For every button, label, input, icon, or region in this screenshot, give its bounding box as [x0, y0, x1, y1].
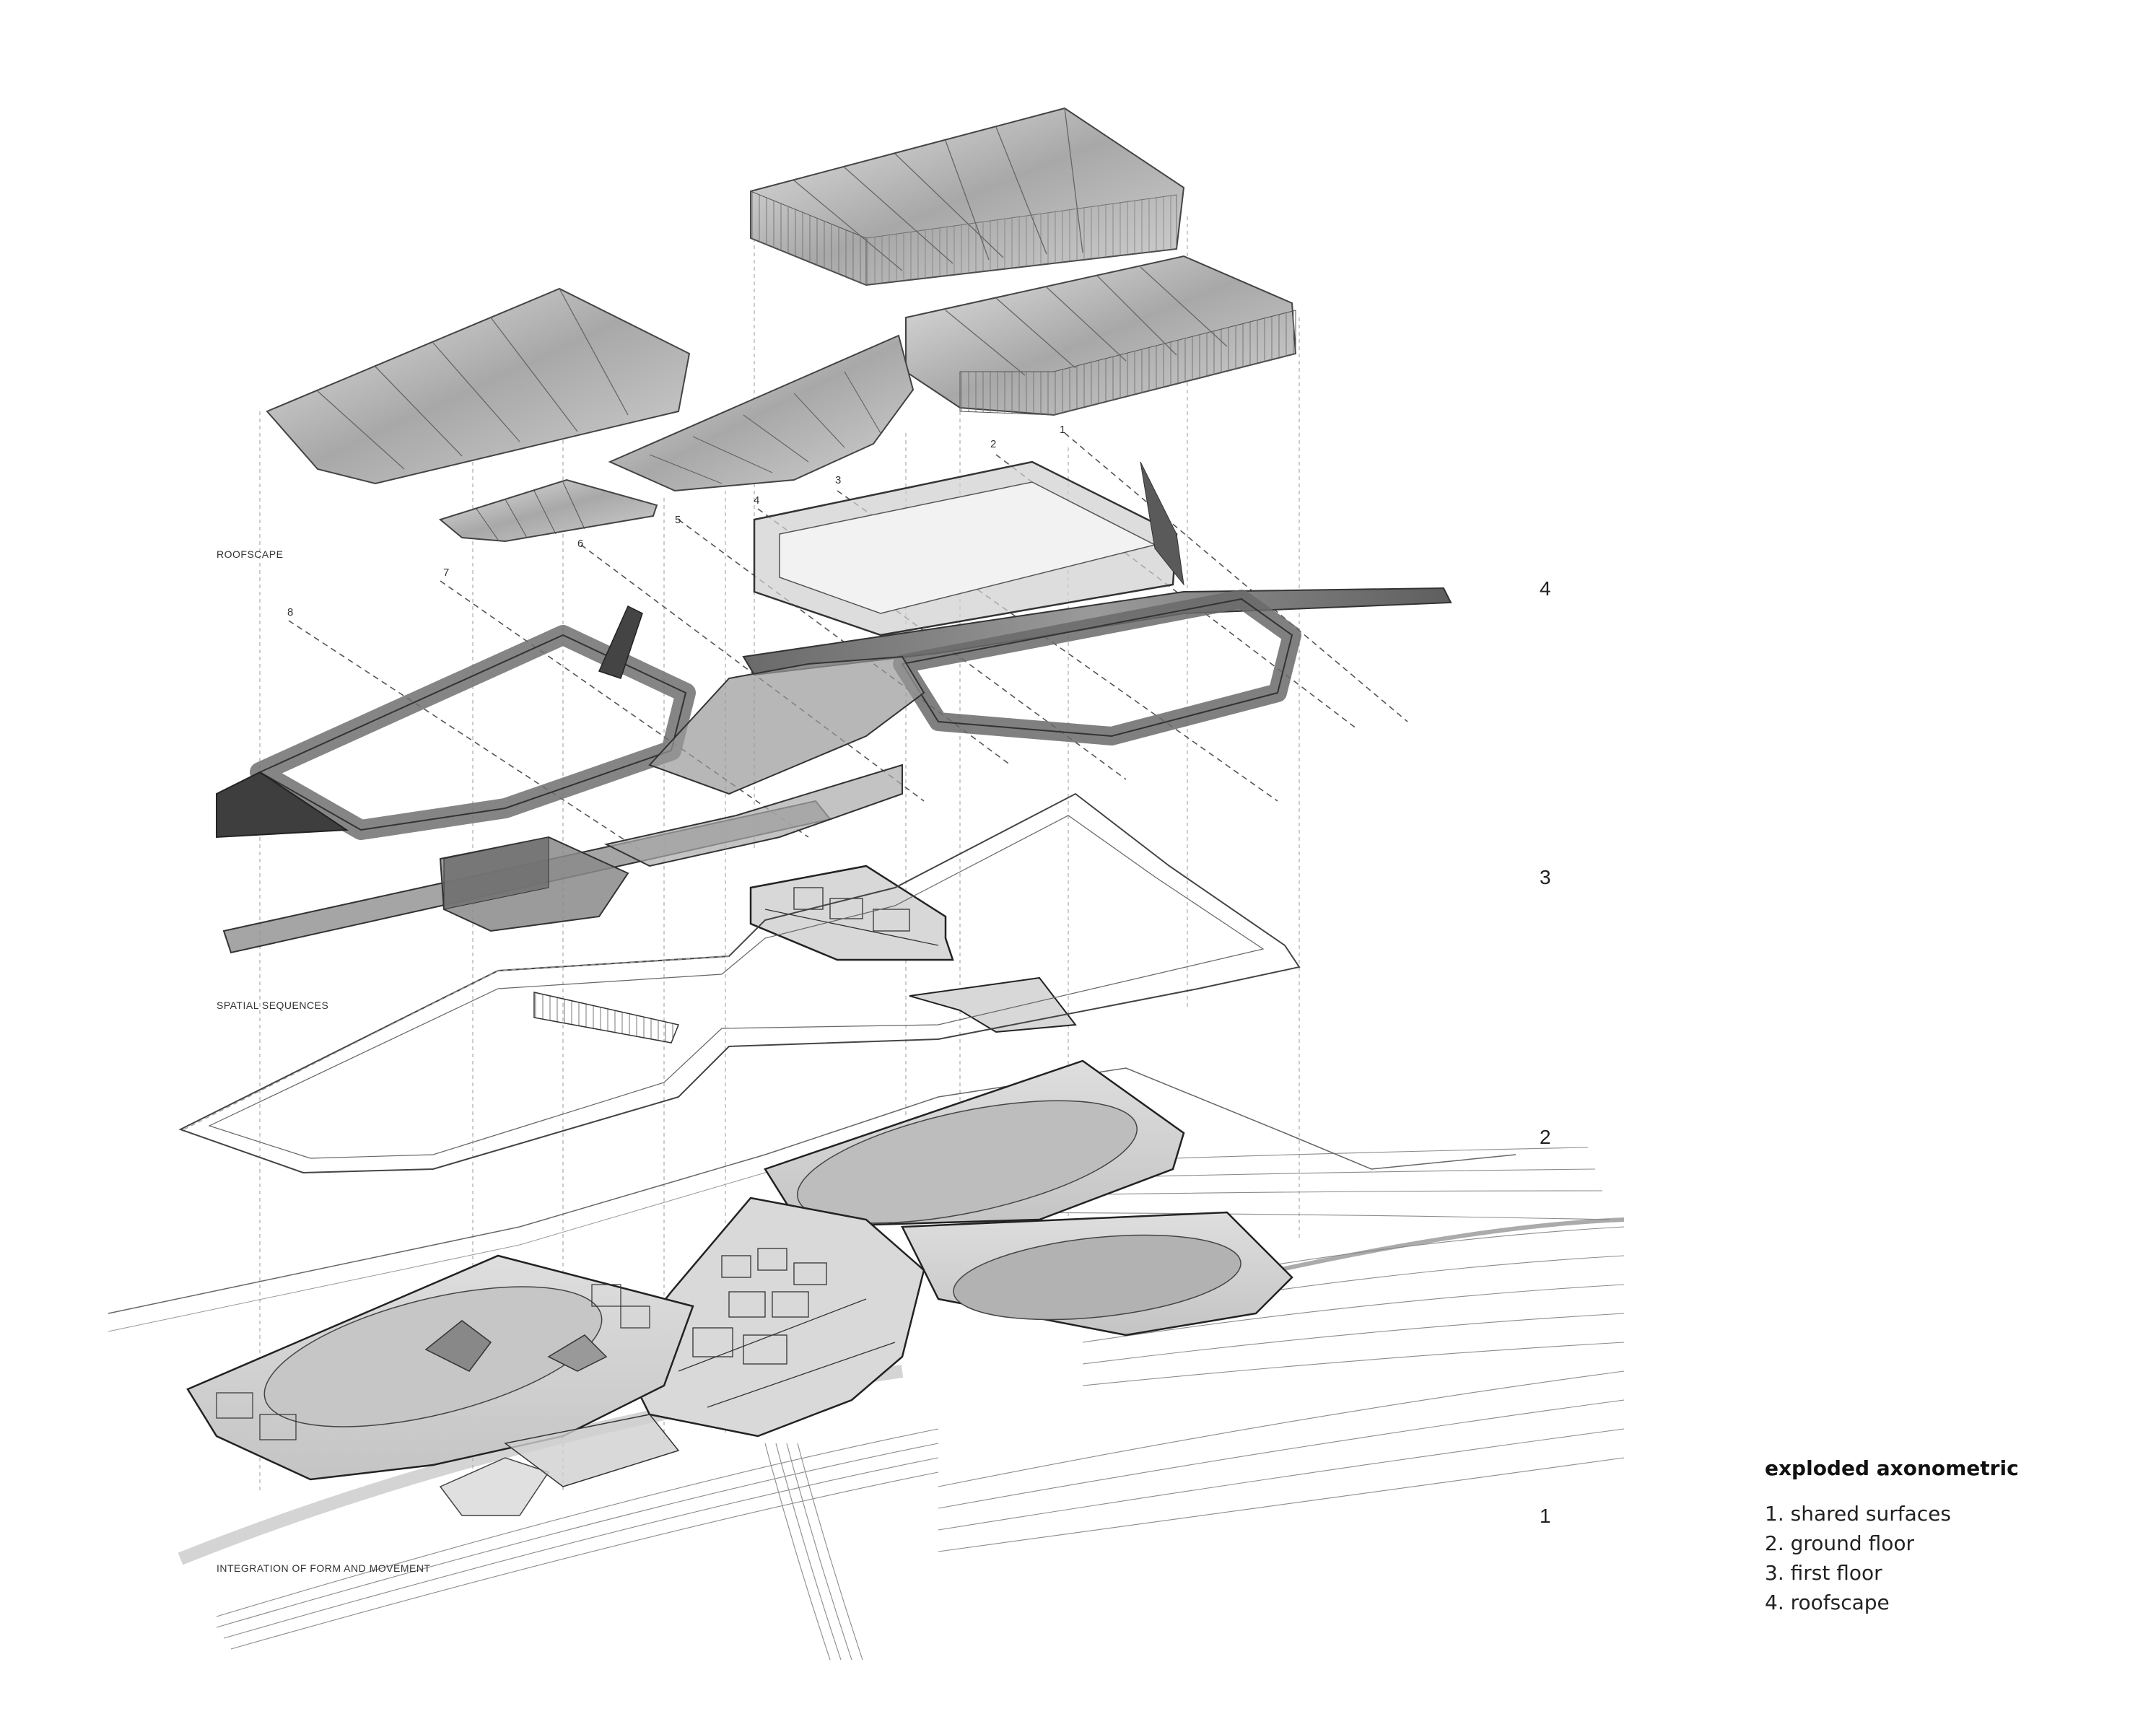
spatial-sequences-label: SPATIAL SEQUENCES	[217, 1000, 329, 1011]
level-number-4: 4	[1540, 577, 1551, 600]
level-number-1: 1	[1540, 1505, 1551, 1527]
spatial-sequences-level	[216, 460, 1452, 954]
section-callout-2: 2	[990, 438, 996, 450]
section-callout-5: 5	[675, 514, 681, 526]
legend-item-roofscape: 4. roofscape	[1765, 1591, 1890, 1614]
section-callout-3: 3	[835, 474, 841, 486]
section-callout-4: 4	[754, 494, 759, 507]
legend-item-ground-floor: 2. ground floor	[1765, 1531, 1914, 1555]
section-callout-6: 6	[577, 538, 583, 550]
legend-title: exploded axonometric	[1765, 1456, 2019, 1480]
section-callouts: 1 2 3 4 5 6 7 8	[287, 424, 1065, 618]
first-floor-level	[178, 792, 1301, 1174]
ground-level	[108, 1059, 1625, 1661]
level-number-3: 3	[1540, 866, 1551, 888]
integration-label: INTEGRATION OF FORM AND MOVEMENT	[217, 1562, 431, 1574]
legend: exploded axonometric 1. shared surfaces …	[1765, 1456, 2068, 1617]
section-callout-8: 8	[287, 606, 293, 618]
section-callout-7: 7	[443, 567, 449, 579]
level-number-2: 2	[1540, 1126, 1551, 1148]
legend-item-first-floor: 3. first floor	[1765, 1561, 1882, 1585]
roofscape-level	[266, 107, 1297, 543]
section-callout-1: 1	[1060, 424, 1065, 436]
legend-item-shared-surfaces: 1. shared surfaces	[1765, 1502, 1951, 1526]
roofscape-label: ROOFSCAPE	[217, 548, 284, 560]
